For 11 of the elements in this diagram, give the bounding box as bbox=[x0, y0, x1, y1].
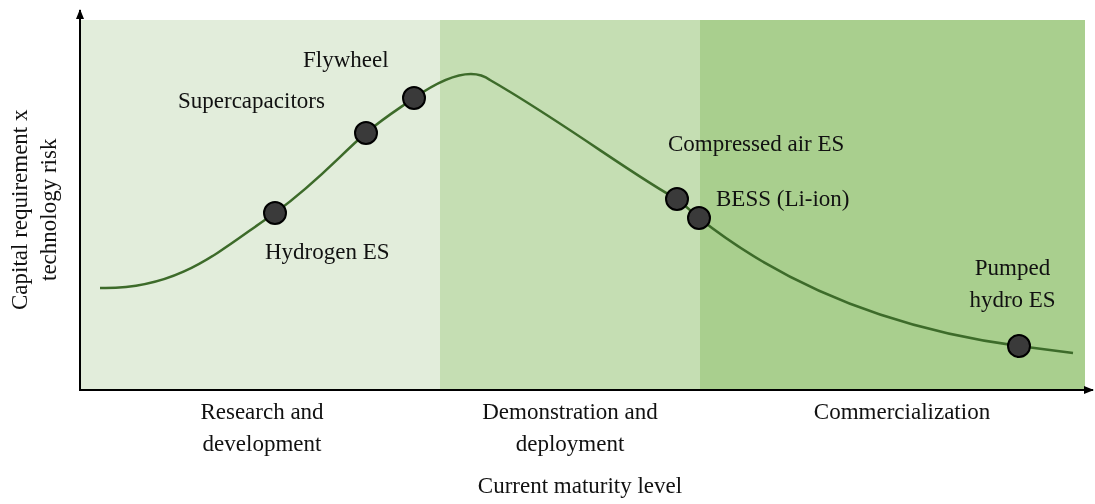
technology-label: Pumped hydro ES bbox=[968, 254, 1057, 315]
technology-label: Supercapacitors bbox=[178, 87, 325, 115]
technology-label: Flywheel bbox=[303, 46, 389, 74]
phase-label: Commercialization bbox=[812, 398, 992, 426]
phase-label: Demonstration and deployment bbox=[481, 398, 659, 459]
technology-label: Hydrogen ES bbox=[265, 238, 390, 266]
phase-label: Research and development bbox=[199, 398, 325, 459]
technology-label: BESS (Li-ion) bbox=[716, 185, 850, 213]
axis-title: Capital requirement x technology risk bbox=[6, 108, 62, 313]
technology-label: Compressed air ES bbox=[668, 130, 845, 158]
axis-title: Current maturity level bbox=[476, 472, 684, 500]
